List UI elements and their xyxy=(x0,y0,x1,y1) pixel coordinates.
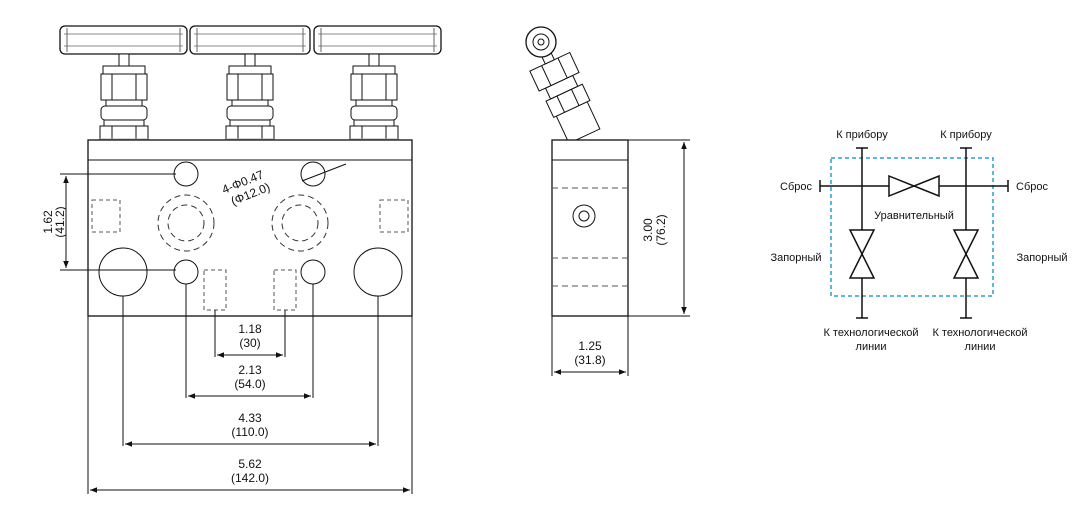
label-process-left-2: линии xyxy=(856,341,887,353)
dim-1-in: 1.18 xyxy=(238,322,262,336)
dim-1-mm: (30) xyxy=(239,336,260,350)
dim-height-mm: (41.2) xyxy=(53,206,67,237)
valve-bonnet-left xyxy=(99,53,149,153)
side-bonnet xyxy=(529,42,601,144)
dim-3-in: 4.33 xyxy=(238,411,262,425)
valve-symbol-block-left xyxy=(848,229,876,279)
side-dim-height-mm: (76.2) xyxy=(654,214,668,245)
manifold-body-front xyxy=(87,139,413,317)
dim-height-in: 1.62 xyxy=(41,210,55,234)
valve-handle-center xyxy=(189,25,311,55)
schematic xyxy=(819,147,1009,319)
schematic-labels: К прибору К прибору Сброс Сброс Уравните… xyxy=(770,129,1067,353)
label-process-right-1: К технологической xyxy=(932,327,1027,339)
side-dim-width-in: 1.25 xyxy=(578,339,602,353)
front-view xyxy=(59,25,442,317)
valve-handle-right xyxy=(313,25,442,55)
manifold-body-side xyxy=(551,139,629,317)
valve-symbol-block-right xyxy=(952,229,980,279)
side-view-labels: 3.00 (76.2) 1.25 (31.8) xyxy=(574,214,668,367)
dim-4-in: 5.62 xyxy=(238,457,262,471)
valve-bonnet-right xyxy=(349,53,399,153)
front-view-dimensions xyxy=(60,173,413,494)
side-handle-knob xyxy=(525,26,557,58)
dim-4-mm: (142.0) xyxy=(231,471,269,485)
dim-2-mm: (54.0) xyxy=(234,377,265,391)
label-to-instrument-right: К прибору xyxy=(940,129,992,141)
valve-bonnet-center xyxy=(225,53,275,153)
label-vent-left: Сброс xyxy=(780,181,812,193)
dim-2-in: 2.13 xyxy=(238,363,262,377)
label-to-instrument-left: К прибору xyxy=(836,129,888,141)
side-dim-width-mm: (31.8) xyxy=(574,353,605,367)
side-port xyxy=(572,204,596,228)
label-process-left-1: К технологической xyxy=(823,327,918,339)
side-dim-height-in: 3.00 xyxy=(641,218,655,242)
label-process-right-2: линии xyxy=(965,341,996,353)
valve-symbol-equalizing xyxy=(888,174,940,198)
label-equalizing: Уравнительный xyxy=(874,210,954,222)
mounting-hole xyxy=(300,161,326,187)
side-view xyxy=(525,26,690,376)
label-vent-right: Сброс xyxy=(1016,181,1048,193)
manifold-boundary xyxy=(830,157,994,297)
label-block-right: Запорный xyxy=(1016,252,1067,264)
label-block-left: Запорный xyxy=(770,252,821,264)
dim-3-mm: (110.0) xyxy=(231,425,268,439)
valve-handle-left xyxy=(59,25,188,55)
